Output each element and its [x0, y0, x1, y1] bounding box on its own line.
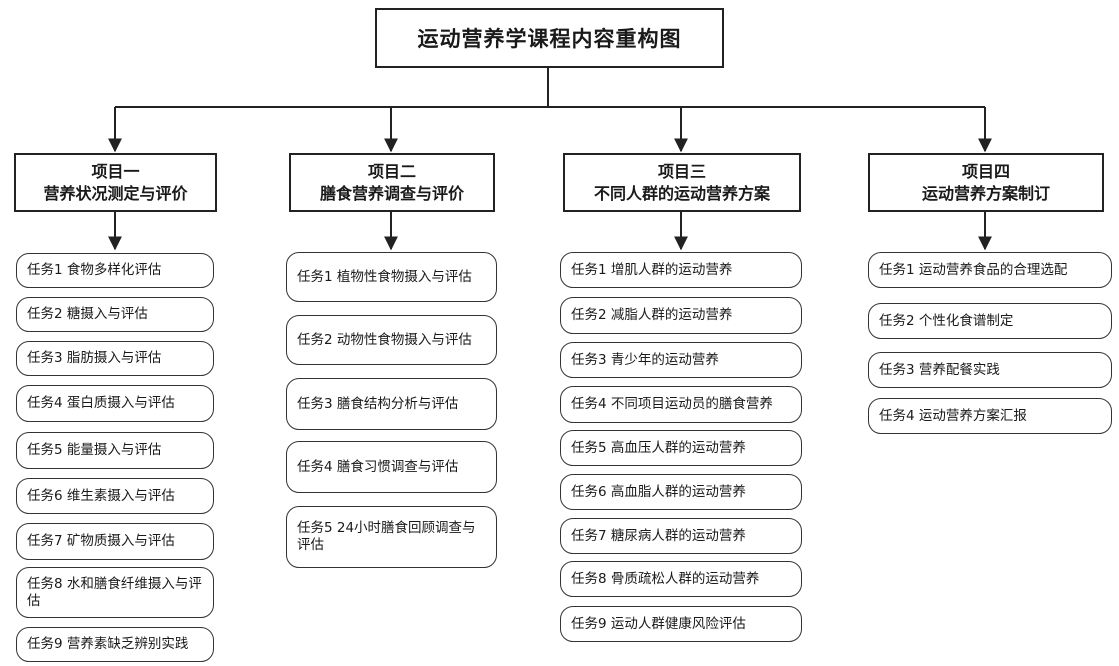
task-item: 任务9 营养素缺乏辨别实践 — [16, 627, 214, 662]
module-1-subtitle: 营养状况测定与评价 — [43, 183, 188, 203]
task-item: 任务7 矿物质摄入与评估 — [16, 523, 214, 560]
task-item: 任务4 运动营养方案汇报 — [868, 398, 1112, 434]
module-4: 项目四 运动营养方案制订 — [868, 153, 1104, 212]
task-item: 任务2 减脂人群的运动营养 — [560, 297, 802, 334]
task-item: 任务4 膳食习惯调查与评估 — [286, 441, 497, 493]
task-item: 任务2 动物性食物摄入与评估 — [286, 315, 497, 365]
task-item: 任务4 蛋白质摄入与评估 — [16, 385, 214, 422]
module-3: 项目三 不同人群的运动营养方案 — [563, 153, 801, 212]
task-item: 任务2 个性化食谱制定 — [868, 303, 1112, 339]
module-2: 项目二 膳食营养调查与评价 — [289, 153, 495, 212]
task-item: 任务7 糖尿病人群的运动营养 — [560, 518, 802, 554]
task-item: 任务6 维生素摄入与评估 — [16, 478, 214, 514]
task-item: 任务1 运动营养食品的合理选配 — [868, 252, 1112, 288]
module-2-subtitle: 膳食营养调查与评价 — [319, 183, 464, 203]
task-item: 任务3 营养配餐实践 — [868, 352, 1112, 388]
task-item: 任务1 食物多样化评估 — [16, 253, 214, 288]
module-3-subtitle: 不同人群的运动营养方案 — [593, 183, 770, 203]
task-item: 任务5 能量摄入与评估 — [16, 432, 214, 469]
task-item: 任务1 植物性食物摄入与评估 — [286, 252, 497, 302]
task-item: 任务5 高血压人群的运动营养 — [560, 430, 802, 466]
task-item: 任务3 脂肪摄入与评估 — [16, 341, 214, 376]
diagram-title: 运动营养学课程内容重构图 — [375, 8, 724, 68]
task-item: 任务6 高血脂人群的运动营养 — [560, 474, 802, 510]
task-item: 任务3 青少年的运动营养 — [560, 342, 802, 378]
module-1-name: 项目一 — [91, 161, 140, 181]
task-item: 任务1 增肌人群的运动营养 — [560, 252, 802, 288]
task-item: 任务8 水和膳食纤维摄入与评估 — [16, 567, 214, 618]
module-4-name: 项目四 — [961, 161, 1010, 181]
task-item: 任务9 运动人群健康风险评估 — [560, 606, 802, 642]
module-1: 项目一 营养状况测定与评价 — [14, 153, 217, 212]
module-3-name: 项目三 — [657, 161, 706, 181]
task-item: 任务8 骨质疏松人群的运动营养 — [560, 561, 802, 597]
task-item: 任务5 24小时膳食回顾调查与评估 — [286, 506, 497, 568]
module-2-name: 项目二 — [367, 161, 416, 181]
task-item: 任务3 膳食结构分析与评估 — [286, 378, 497, 430]
task-item: 任务4 不同项目运动员的膳食营养 — [560, 386, 802, 423]
task-item: 任务2 糖摄入与评估 — [16, 297, 214, 332]
module-4-subtitle: 运动营养方案制订 — [921, 183, 1050, 203]
